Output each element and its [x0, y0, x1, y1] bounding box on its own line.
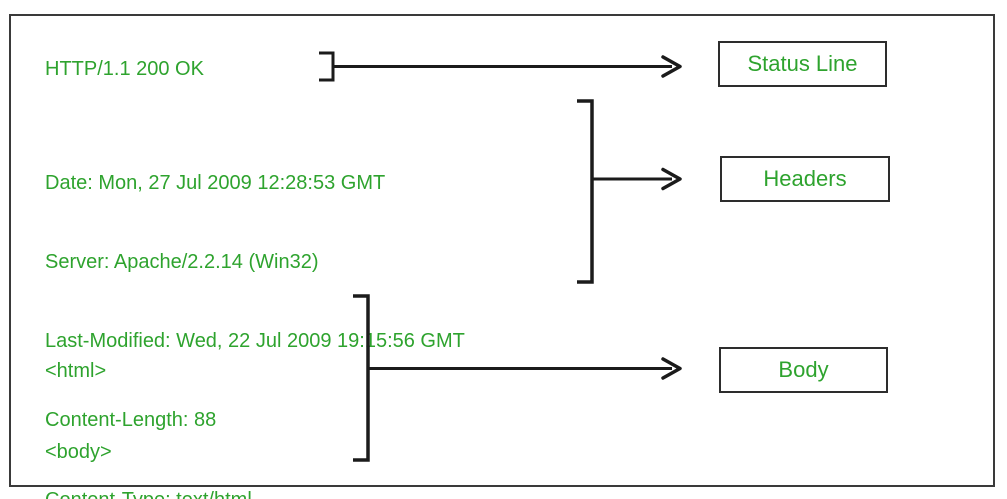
status-line-text: HTTP/1.1 200 OK [45, 58, 204, 80]
headers-label: Headers [763, 166, 847, 191]
header-line: Server: Apache/2.2.14 (Win32) [45, 251, 319, 274]
header-line: Content-Length: 88 [45, 409, 217, 432]
body-label-box: Body [719, 347, 888, 393]
body-line: <html> [45, 360, 107, 382]
body-label: Body [778, 357, 829, 382]
body-line: <body> [45, 441, 112, 463]
header-line: Date: Mon, 27 Jul 2009 12:28:53 GMT [45, 171, 386, 194]
status-line-label: Status Line [747, 51, 858, 76]
header-line: Content-Type: text/html [45, 487, 465, 499]
diagram-border [9, 14, 995, 487]
headers-label-box: Headers [720, 156, 890, 202]
status-line-label-box: Status Line [718, 41, 887, 87]
body-text-block: <html> <body> <h1>Hello, World!</h1> </b… [45, 304, 256, 499]
